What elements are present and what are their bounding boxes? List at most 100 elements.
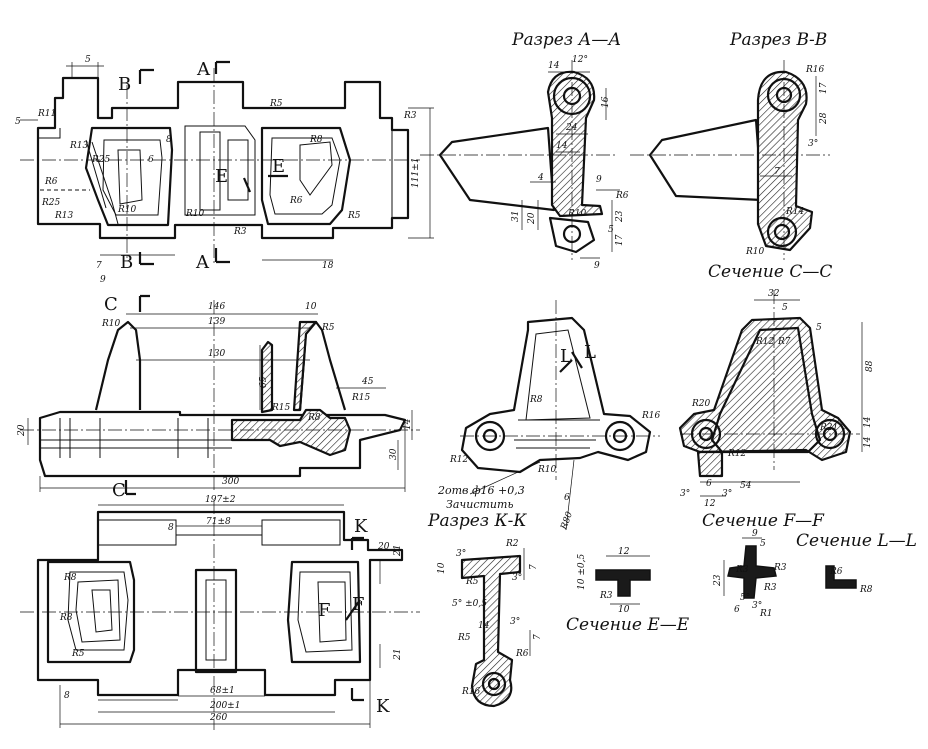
dim-ff-r3b: R3 [773,563,787,573]
front-body [38,410,407,478]
dim-top-r11: R11 [37,109,56,119]
dim-top-r13: R13 [69,141,89,151]
section-ff-profile [727,545,777,599]
dim-ll-r8: R8 [859,585,873,595]
dim-ff-r1: R1 [759,609,773,619]
dim-kk-3deg-a: 3° [456,549,466,559]
dim-aa-9a: 9 [596,175,602,185]
dim-bb-r16: R16 [805,65,825,75]
note-clean: Зачистить [446,498,513,511]
section-kk: Разрез К-К 3° R2 10 R5 3° 7 5° ±0,5 14 3… [427,511,543,708]
section-ee: 12 10 ±0,5 R3 10 Сечение Е—Е [566,547,690,635]
dim-ee-12: 12 [618,547,630,557]
dim-mid-14: 14 [403,418,413,430]
front-left-horn [94,320,142,411]
dim-ctr-r80: R80 [559,510,575,532]
dim-aa-17: 17 [615,234,625,246]
dim-mid-20: 20 [17,424,27,437]
label-k-bottom: K [376,696,390,717]
dim-cc-6: 6 [706,479,712,489]
dim-top-r6b: R6 [289,196,303,206]
dim-ee-r3: R3 [599,591,613,601]
dim-top-r3: R3 [403,111,417,121]
dim-top-6: 6 [148,155,154,165]
dim-bot-260: 260 [209,713,227,723]
right-window [260,126,352,226]
dim-mid-r8: R8 [307,413,321,423]
section-kk-profile [460,554,522,708]
dim-mid-r15a: R15 [271,403,291,413]
dim-aa-9b: 9 [594,261,600,271]
dim-ctr-r8: R8 [529,395,543,405]
section-ff: Сечение F—F 9 5 R3 R3 23 R3 5° 3° 6 R1 [702,511,825,619]
dim-kk-r5b: R5 [457,633,471,643]
label-b-top: B [118,74,131,95]
top-view: A A B B E E 5 R11 5 R3 R5 R8 R13 R25 R6 … [15,55,434,285]
dim-bb-17: 17 [819,82,829,94]
dim-bot-8a: 8 [168,523,174,533]
dim-mid-45: 45 [361,377,374,387]
dim-bb-7: 7 [774,167,780,177]
dim-bot-68: 68±1 [210,686,235,696]
section-cc-body [678,316,852,462]
note-holes: 2отв ф16 +0,3 [437,484,525,497]
dim-bot-r8b: R8 [59,613,73,623]
dim-ee-10-05: 10 ±0,5 [577,554,587,590]
title-section-ll: Сечение L—L [796,531,917,551]
dim-cc-14b: 14 [863,436,873,448]
dim-kk-3deg-b: 3° [512,573,522,583]
dim-top-r25: R25 [91,155,111,165]
dim-ff-3deg: 3° [752,601,762,611]
label-a-bottom: A [195,252,210,273]
section-bb: Разрез В-В R16 17 28 3° 7 R14 R10 [630,30,830,260]
dim-aa-20: 20 [527,212,537,225]
dim-mid-130: 130 [208,349,225,359]
title-section-ee: Сечение Е—Е [566,615,690,635]
dim-mid-30: 30 [389,448,399,460]
dim-top-7: 7 [96,261,102,271]
dim-top-r10: R10 [185,209,205,219]
dim-top-r3b: R3 [233,227,247,237]
dim-top-9: 9 [100,275,106,285]
dim-cc-12: 12 [704,499,716,509]
dim-kk-r2: R2 [505,539,519,549]
dim-cc-3deg-b: 3° [722,489,732,499]
dim-mid-10: 10 [305,302,317,312]
title-section-cc: Сечение С—С [708,262,832,282]
section-aa-web [546,70,604,218]
title-section-bb: Разрез В-В [729,30,827,50]
dim-bot-21b: 21 [393,649,403,661]
dim-cc-r20: R20 [691,399,711,409]
title-section-kk: Разрез К-К [427,511,527,531]
center-view-outline [460,316,652,474]
dim-ff-r3a: R3 [735,565,749,575]
dim-cc-3deg-a: 3° [680,489,690,499]
dim-kk-5deg: 5° ±0,5 [452,599,487,609]
dim-aa-12deg: 12° [572,55,588,65]
dim-kk-7a: 7 [529,564,539,570]
dim-aa-16: 16 [601,96,611,108]
dim-ctr-r10: R10 [537,465,557,475]
dim-bot-r8a: R8 [63,573,77,583]
dim-top-r5: R5 [269,99,283,109]
section-ll-profile [825,565,857,589]
dim-mid-139: 139 [208,317,225,327]
dim-aa-14a: 14 [548,61,560,71]
dim-cc-r21: R21 [819,423,838,433]
dim-cc-88: 88 [865,360,875,372]
dim-top-r10b: R10 [117,205,137,215]
dim-mid-r5: R5 [321,323,335,333]
dim-top-5a: 5 [85,55,91,65]
dim-ff-5deg: 5° [740,593,750,603]
dim-ctr-r12: R12 [449,455,469,465]
dim-cc-54: 54 [740,481,752,491]
dim-ctr-r16: R16 [641,411,661,421]
dim-bot-r5: R5 [71,649,85,659]
dim-aa-r6: R6 [615,191,629,201]
dim-bot-71: 71±8 [206,517,231,527]
label-f-a: F [318,600,331,621]
dim-cc-r7: R7 [777,337,791,347]
dim-ff-6: 6 [734,605,740,615]
dim-ff-23: 23 [713,574,723,587]
